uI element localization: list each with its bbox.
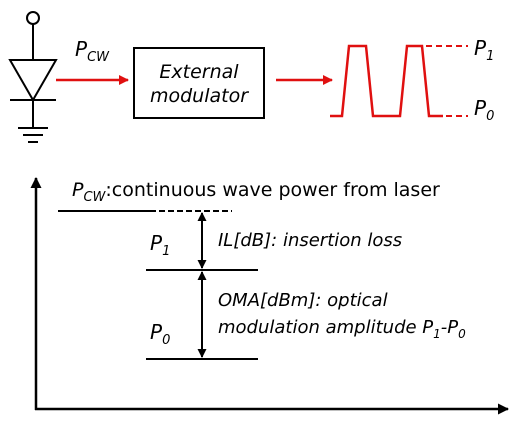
modulator-label-line1: External (159, 61, 239, 83)
output-pulse-waveform (330, 44, 443, 118)
p0-level-label: P0 (150, 320, 170, 348)
laser-diode-icon (8, 11, 58, 143)
p1-level-label: P1 (150, 231, 170, 259)
high-level-label: P1 (474, 36, 494, 64)
input-power-label: PCW (75, 37, 110, 65)
low-level-label: P0 (474, 96, 494, 124)
oma-label-line2: modulation amplitude P1-P0 (218, 317, 466, 341)
cw-power-description: PCW:continuous wave power from laser (72, 179, 440, 205)
modulator-label-line2: modulator (150, 85, 249, 107)
external-modulator-box: External modulator (133, 47, 265, 119)
insertion-loss-label: IL[dB]: insertion loss (218, 230, 402, 251)
oma-label-line1: OMA[dBm]: optical (218, 290, 388, 311)
